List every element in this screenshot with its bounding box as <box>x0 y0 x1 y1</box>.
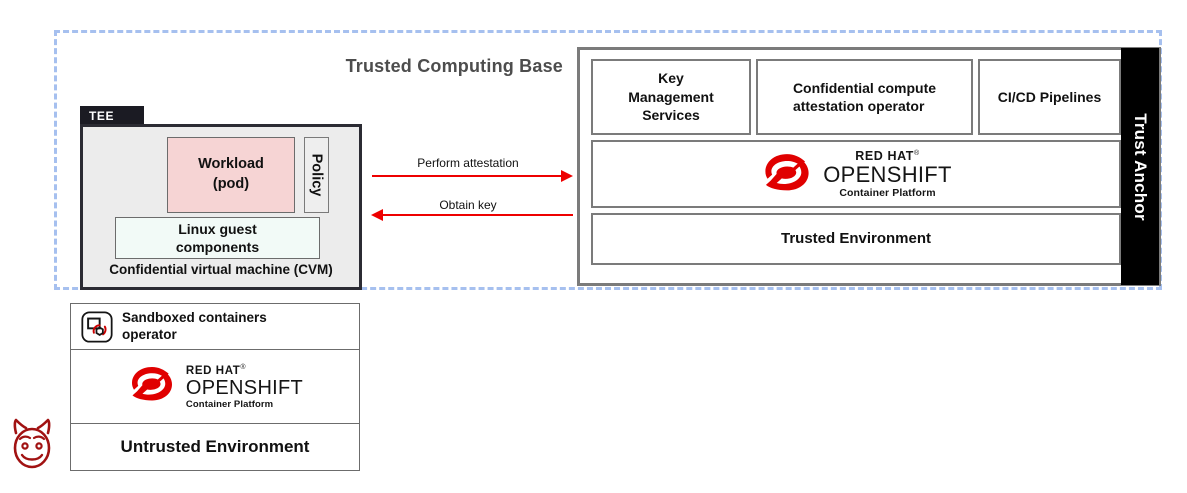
sandboxed-containers-operator-row: Sandboxed containers operator <box>71 304 359 350</box>
redhat-openshift-wordmark: RED HAT® OPENSHIFT Container Platform <box>186 364 303 410</box>
cicd-pipelines-box: CI/CD Pipelines <box>978 59 1121 135</box>
ccao-line-2: attestation operator <box>792 98 925 114</box>
trusted-environment-box: Trusted Environment <box>591 213 1121 265</box>
arrow-label-obtain-key: Obtain key <box>439 198 497 212</box>
kms-line-3: Services <box>642 107 700 124</box>
red-hat-logo-icon <box>127 365 177 407</box>
redhat-trademark: ® <box>914 149 920 157</box>
trusted-panel-content: Key Management Services Confidential com… <box>583 53 1155 280</box>
arrow-line-obtain-key <box>383 214 573 216</box>
trust-anchor-bar: Trust Anchor <box>1121 48 1159 285</box>
arrow-head-left-icon <box>371 209 383 221</box>
red-hat-logo-icon <box>760 152 814 196</box>
sbx-line-2: operator <box>122 326 177 342</box>
redhat-openshift-lockup-trusted: RED HAT® OPENSHIFT Container Platform <box>760 150 952 198</box>
linux-guest-line-2: components <box>175 239 260 255</box>
trust-anchor-label: Trust Anchor <box>1131 112 1150 221</box>
untrusted-environment-label: Untrusted Environment <box>120 437 310 456</box>
redhat-brand-text: RED HAT <box>855 149 915 164</box>
untrusted-panel: Sandboxed containers operator RED HAT® O… <box>70 303 360 471</box>
devil-face-icon <box>8 415 56 473</box>
untrusted-environment-row: Untrusted Environment <box>71 424 359 470</box>
openshift-platform-box-untrusted: RED HAT® OPENSHIFT Container Platform <box>71 350 359 424</box>
linux-guest-components-box: Linux guest components <box>115 217 320 259</box>
redhat-trademark: ® <box>240 363 247 371</box>
workload-line-2: (pod) <box>212 176 250 192</box>
kms-line-2: Management <box>628 88 714 105</box>
trusted-environment-label: Trusted Environment <box>780 230 932 248</box>
arrow-label-perform-attestation: Perform attestation <box>417 156 519 170</box>
cvm-caption: Confidential virtual machine (CVM) <box>109 262 333 277</box>
key-management-services-box: Key Management Services <box>591 59 751 135</box>
tee-tab-label: TEE <box>80 106 144 126</box>
policy-label: Policy <box>308 153 325 197</box>
redhat-brand-text: RED HAT <box>185 364 241 377</box>
workload-pod-box: Workload (pod) <box>167 137 295 213</box>
arrow-head-right-icon <box>561 170 573 182</box>
sbx-line-1: Sandboxed containers <box>122 309 267 325</box>
openshift-subtitle-text: Container Platform <box>185 398 274 410</box>
redhat-openshift-lockup-untrusted: RED HAT® OPENSHIFT Container Platform <box>127 364 303 410</box>
openshift-product-text: OPENSHIFT <box>185 376 304 399</box>
openshift-platform-box-trusted: RED HAT® OPENSHIFT Container Platform <box>591 140 1121 208</box>
page-title: Trusted Computing Base <box>345 56 563 76</box>
openshift-subtitle-text: Container Platform <box>839 186 936 199</box>
openshift-product-text: OPENSHIFT <box>823 161 952 187</box>
ccao-line-1: Confidential compute <box>792 79 937 96</box>
kms-line-1: Key <box>658 70 684 87</box>
workload-line-1: Workload <box>198 156 264 173</box>
sandboxed-containers-operator-label: Sandboxed containers operator <box>122 310 267 344</box>
linux-guest-line-1: Linux guest <box>178 220 257 237</box>
sandboxed-containers-icon <box>81 310 113 343</box>
arrow-line-perform-attestation <box>372 175 562 177</box>
cicd-label: CI/CD Pipelines <box>997 88 1102 105</box>
confidential-compute-attestation-operator-box: Confidential compute attestation operato… <box>756 59 973 135</box>
redhat-openshift-wordmark: RED HAT® OPENSHIFT Container Platform <box>823 150 952 198</box>
policy-box: Policy <box>304 137 329 213</box>
